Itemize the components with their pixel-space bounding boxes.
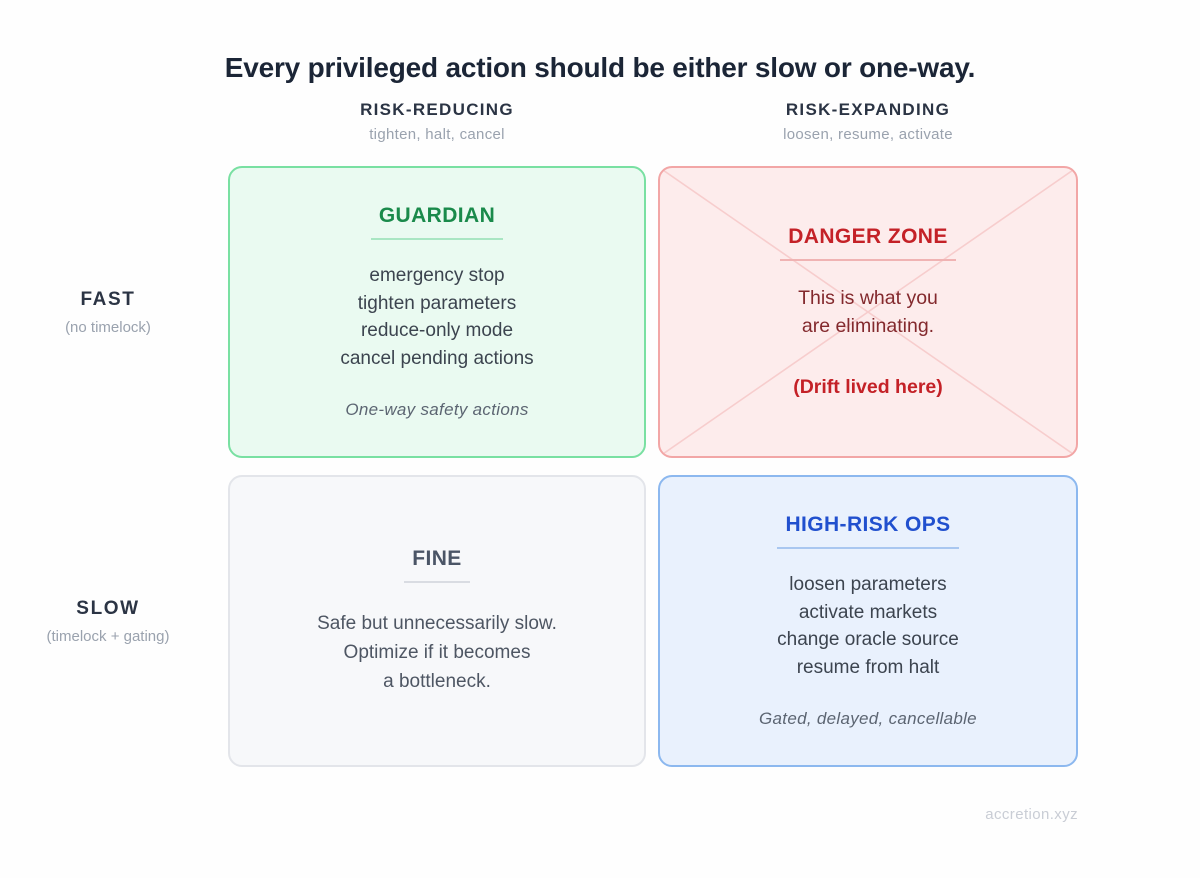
row-sublabel: (no timelock)	[65, 318, 151, 336]
list-item: loosen parameters	[789, 574, 947, 595]
quadrant-high-risk-ops: HIGH-RISK OPS loosen parameters activate…	[658, 475, 1078, 767]
column-header-risk-expanding: RISK-EXPANDING loosen, resume, activate	[658, 100, 1078, 149]
quadrant-danger-content: DANGER ZONE This is what you are elimina…	[780, 225, 956, 399]
two-by-two-matrix: RISK-REDUCING tighten, halt, cancel RISK…	[0, 100, 1200, 767]
list-item: change oracle source	[777, 629, 959, 650]
column-label: RISK-REDUCING	[360, 100, 514, 119]
list-item: tighten parameters	[357, 292, 517, 314]
quadrant-emphasis: (Drift lived here)	[793, 376, 943, 398]
quadrant-title: HIGH-RISK OPS	[777, 513, 959, 549]
quadrant-danger-zone: DANGER ZONE This is what you are elimina…	[658, 166, 1078, 458]
list-item: reduce-only mode	[360, 320, 514, 341]
quadrant-item-list: loosen parameters activate markets chang…	[777, 571, 959, 681]
column-sublabel: tighten, halt, cancel	[369, 126, 505, 143]
body-line: Safe but unnecessarily slow.	[317, 612, 557, 634]
quadrant-fine: FINE Safe but unnecessarily slow. Optimi…	[228, 475, 646, 767]
body-line: a bottleneck.	[383, 670, 491, 692]
row-header-slow: SLOW (timelock + gating)	[0, 475, 216, 767]
list-item: resume from halt	[796, 656, 940, 678]
quadrant-guardian: GUARDIAN emergency stop tighten paramete…	[228, 166, 646, 458]
row-sublabel: (timelock + gating)	[46, 627, 170, 645]
row-label: FAST	[80, 288, 136, 310]
quadrant-title: FINE	[404, 547, 470, 583]
quadrant-note: One-way safety actions	[345, 400, 529, 419]
quadrant-note: Gated, delayed, cancellable	[759, 709, 977, 728]
list-item: activate markets	[798, 601, 938, 623]
quadrant-guardian-content: GUARDIAN emergency stop tighten paramete…	[340, 204, 533, 420]
quadrant-item-list: emergency stop tighten parameters reduce…	[340, 262, 533, 372]
list-item: emergency stop	[369, 265, 505, 286]
body-line: are eliminating.	[801, 314, 935, 337]
row-label: SLOW	[76, 597, 140, 619]
quadrant-body: Safe but unnecessarily slow. Optimize if…	[317, 609, 557, 696]
body-line: Optimize if it becomes	[343, 641, 531, 663]
page-title: Every privileged action should be either…	[224, 52, 976, 83]
quadrant-title: DANGER ZONE	[780, 225, 956, 261]
column-header-risk-reducing: RISK-REDUCING tighten, halt, cancel	[228, 100, 646, 149]
matrix-corner-spacer	[0, 100, 216, 149]
quadrant-title: GUARDIAN	[370, 204, 504, 240]
watermark-credit: accretion.xyz	[985, 806, 1078, 823]
column-sublabel: loosen, resume, activate	[783, 126, 953, 143]
body-line: This is what you	[798, 287, 938, 309]
quadrant-high-risk-content: HIGH-RISK OPS loosen parameters activate…	[759, 513, 977, 729]
row-header-fast: FAST (no timelock)	[0, 166, 216, 458]
column-label: RISK-EXPANDING	[785, 100, 951, 119]
quadrant-fine-content: FINE Safe but unnecessarily slow. Optimi…	[317, 547, 557, 696]
list-item: cancel pending actions	[340, 347, 534, 369]
quadrant-body: This is what you are eliminating.	[798, 285, 938, 340]
crossed-out-x-icon	[660, 168, 1076, 456]
